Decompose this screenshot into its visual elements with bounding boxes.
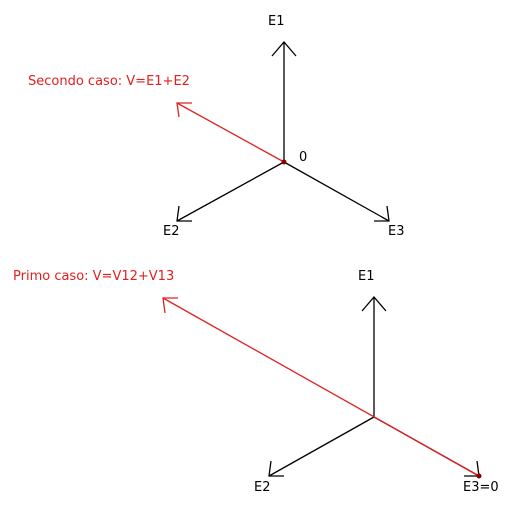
bottom-e2-label: E2 xyxy=(254,480,271,495)
top-e2-label: E2 xyxy=(163,224,180,239)
top-e3-axis xyxy=(283,161,390,222)
bottom-e2-axis xyxy=(268,416,375,477)
bottom-title: Primo caso: V=V12+V13 xyxy=(13,269,174,284)
top-title: Secondo caso: V=E1+E2 xyxy=(28,74,190,89)
bottom-e1-axis xyxy=(361,296,387,417)
bottom-e1-label: E1 xyxy=(358,269,375,284)
bottom-vector-v xyxy=(162,297,480,477)
bottom-e3-dot xyxy=(476,473,482,479)
bottom-diagram: Primo caso: V=V12+V13 E1 E2 E3=0 xyxy=(13,269,499,495)
top-vector-v xyxy=(176,102,285,163)
top-origin-label: 0 xyxy=(299,150,307,165)
top-e2-axis xyxy=(176,161,285,222)
top-e1-axis xyxy=(271,41,297,162)
top-diagram: Secondo caso: V=E1+E2 E1 E2 E3 0 xyxy=(28,14,405,239)
top-e1-label: E1 xyxy=(268,14,285,29)
top-e3-label: E3 xyxy=(388,224,405,239)
top-origin-dot xyxy=(281,159,287,165)
bottom-e3-label: E3=0 xyxy=(463,480,499,495)
